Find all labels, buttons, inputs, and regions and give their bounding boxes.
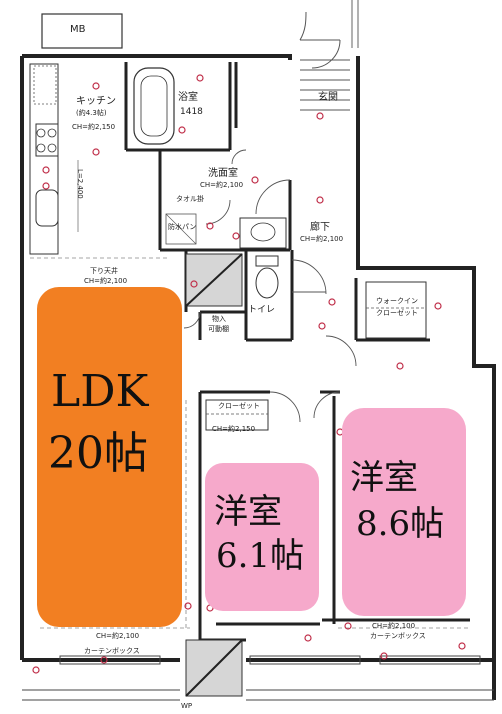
l-mark: L=2,400 xyxy=(75,168,84,199)
wp-label: WP xyxy=(181,702,193,710)
storage-label: 物入 xyxy=(212,315,226,323)
genkan-label: 玄関 xyxy=(318,92,338,103)
curtain-box-label-2: カーテンボックス xyxy=(370,632,426,640)
toilet-label: トイレ xyxy=(248,305,276,315)
western-room-2 xyxy=(342,408,466,616)
hallway-ch: CH=約2,100 xyxy=(300,235,344,243)
walkin-label-2: クローゼット xyxy=(376,309,418,317)
curtain-box-label: カーテンボックス xyxy=(84,647,140,655)
washroom-label: 洗面室 xyxy=(208,168,238,179)
sagari-ch: CH=約2,100 xyxy=(84,277,128,285)
western-room-1-name: 洋室 xyxy=(214,492,282,532)
towel-label: タオル掛 xyxy=(176,195,204,203)
western-room-1-size: 6.1帖 xyxy=(216,536,305,576)
sagari-label: 下り天井 xyxy=(90,267,118,275)
mb-label: MB xyxy=(70,24,86,35)
ldk-ch: CH=約2,100 xyxy=(96,632,140,640)
closet-ch: CH=約2,150 xyxy=(212,425,256,433)
interior-walls xyxy=(124,62,470,642)
drain-pan-label: 防水パン xyxy=(168,223,197,231)
kitchen-size: (約4.3帖) xyxy=(76,109,107,117)
western-room-2-size: 8.6帖 xyxy=(356,504,445,544)
western-room-2-name: 洋室 xyxy=(350,458,418,498)
shelf-label: 可動棚 xyxy=(208,325,229,333)
walkin-label: ウォークイン xyxy=(376,297,418,305)
western-room-1 xyxy=(205,463,319,611)
washroom-ch: CH=約2,100 xyxy=(200,181,244,189)
kitchen-ch: CH=約2,150 xyxy=(72,123,116,131)
closet-label: クローゼット xyxy=(218,402,260,410)
ldk-size: 20帖 xyxy=(48,428,148,479)
bath-size: 1418 xyxy=(180,107,203,117)
ldk-name: LDK xyxy=(51,366,149,417)
bath-label: 浴室 xyxy=(178,92,198,103)
mb-box xyxy=(41,13,123,49)
hallway-label: 廊下 xyxy=(310,222,330,233)
western-room-2-ch: CH=約2,100 xyxy=(372,622,416,630)
kitchen-label: キッチン xyxy=(76,96,116,107)
ldk-room xyxy=(37,287,182,627)
